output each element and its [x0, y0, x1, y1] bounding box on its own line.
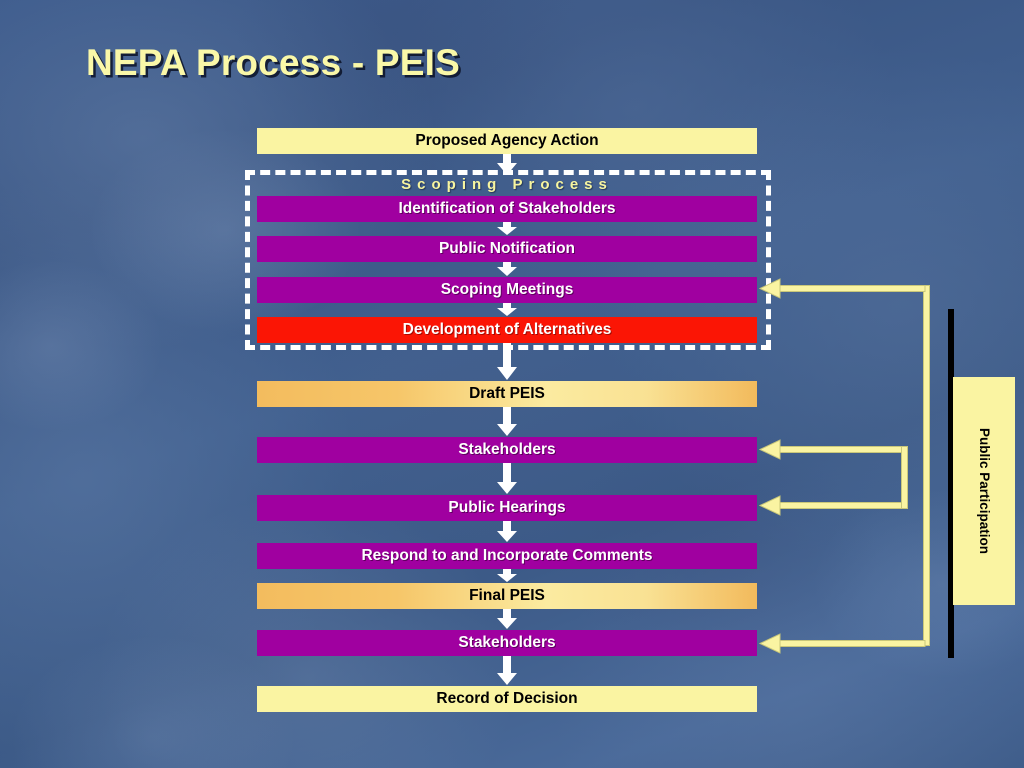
down-arrow-icon-8	[496, 521, 518, 543]
down-arrow-icon-1	[496, 154, 518, 176]
public-participation-label: Public Participation	[953, 377, 1015, 605]
down-arrow-icon-10	[496, 609, 518, 630]
down-arrow-icon-4	[496, 303, 518, 317]
flow-box-stakeholders-2[interactable]: Stakeholders	[257, 630, 757, 656]
down-arrow-icon-11	[496, 656, 518, 686]
down-arrow-icon-2	[496, 222, 518, 236]
down-arrow-icon-6	[496, 407, 518, 437]
flow-box-scoping-meetings[interactable]: Scoping Meetings	[257, 277, 757, 303]
down-arrow-icon-5	[496, 343, 518, 381]
public-participation-box	[953, 377, 1015, 605]
flow-box-final-peis[interactable]: Final PEIS	[257, 583, 757, 609]
flow-box-public-hearings[interactable]: Public Hearings	[257, 495, 757, 521]
flow-box-proposed-agency-action[interactable]: Proposed Agency Action	[257, 128, 757, 154]
flow-box-identification-of-stakeholders[interactable]: Identification of Stakeholders	[257, 196, 757, 222]
flow-box-respond-to-and-incorporate-comments[interactable]: Respond to and Incorporate Comments	[257, 543, 757, 569]
flow-box-record-of-decision[interactable]: Record of Decision	[257, 686, 757, 712]
public-participation-text: Public Participation	[976, 427, 992, 555]
down-arrow-icon-9	[496, 569, 518, 583]
down-arrow-icon-3	[496, 262, 518, 277]
flow-box-draft-peis[interactable]: Draft PEIS	[257, 381, 757, 407]
flow-box-public-notification[interactable]: Public Notification	[257, 236, 757, 262]
flow-box-development-of-alternatives[interactable]: Development of Alternatives	[257, 317, 757, 343]
feedback-arrowhead-stakeholders-2	[758, 633, 781, 654]
public-participation-divider-bar	[948, 309, 954, 658]
down-arrow-icon-7	[496, 463, 518, 495]
feedback-arrowhead-stakeholders-1	[758, 439, 781, 460]
feedback-arrowhead-public-hearings	[758, 495, 781, 516]
page-title: NEPA Process - PEIS	[86, 42, 460, 83]
scoping-process-label: Scoping Process	[401, 176, 613, 193]
flow-box-stakeholders-1[interactable]: Stakeholders	[257, 437, 757, 463]
